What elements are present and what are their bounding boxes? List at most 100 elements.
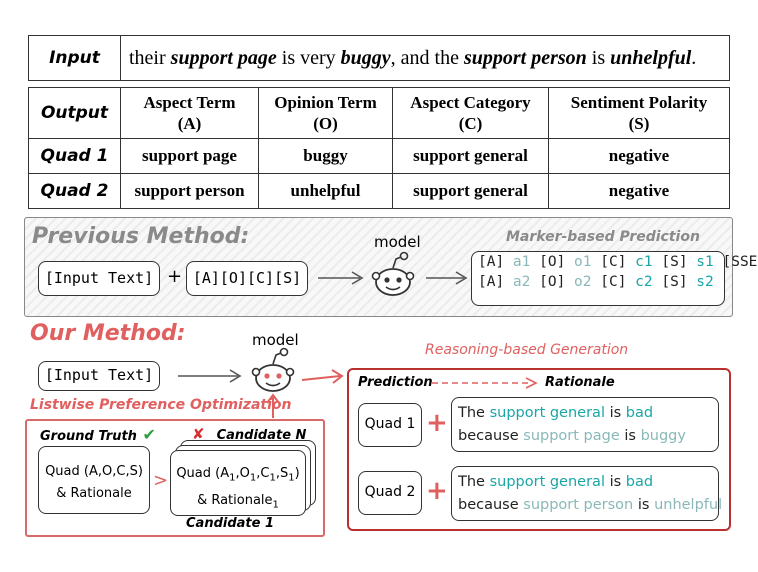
arrow-icon xyxy=(301,369,344,384)
text-segment: s1 xyxy=(696,254,714,270)
robot-model-icon xyxy=(251,347,295,392)
text-segment: their xyxy=(129,46,171,69)
prediction-line: [A] a1 [O] o1 [C] c1 [S] s1 [SSEP] xyxy=(478,254,758,270)
marker-prediction-box: [A] a1 [O] o1 [C] c1 [S] s1 [SSEP] [A] a… xyxy=(471,251,758,306)
text-segment: o2 xyxy=(574,274,592,290)
text-segment: [C] xyxy=(591,274,636,290)
text-segment: c2 xyxy=(635,274,653,290)
text-segment: is very xyxy=(276,46,341,69)
subscript: 1 xyxy=(272,499,279,511)
header-aspect-category: Aspect Category(C) xyxy=(392,87,549,139)
text-segment: ,O xyxy=(235,466,250,481)
text-segment: The xyxy=(458,474,490,490)
text-segment: because xyxy=(458,428,524,444)
subscript: 1 xyxy=(269,472,276,484)
header-opinion-term: Opinion Term(O) xyxy=(258,87,393,139)
text-segment: . xyxy=(691,46,697,69)
text-segment: is xyxy=(633,497,655,513)
text-segment: ,S xyxy=(275,466,289,481)
text-segment: [S] xyxy=(652,254,697,270)
text-segment: a1 xyxy=(512,254,531,270)
table-cell: support person xyxy=(120,173,259,209)
quad-1-box: Quad 1 xyxy=(358,403,422,447)
rationale-label: Rationale xyxy=(545,375,615,390)
previous-method-title: Previous Method: xyxy=(32,224,250,249)
table-cell: negative xyxy=(548,138,730,174)
arrow-icon xyxy=(178,369,242,383)
quad-2-box: Quad 2 xyxy=(358,471,422,515)
plus-icon: + xyxy=(426,408,448,438)
text-segment: [A] xyxy=(478,274,513,290)
text-segment: & Rationale xyxy=(197,492,273,508)
arrow-icon xyxy=(266,393,280,418)
plus-icon: + xyxy=(426,476,448,506)
row-label: Quad 2 xyxy=(28,173,121,209)
text-segment: [O] xyxy=(530,254,575,270)
ground-truth-box: Quad (A,O,C,S) & Rationale xyxy=(38,446,150,514)
text-segment: s2 xyxy=(696,274,714,290)
robot-model-icon xyxy=(371,251,415,296)
prev-input-text-box: [Input Text] xyxy=(38,261,160,296)
reasoning-title: Reasoning-based Generation xyxy=(425,342,629,358)
text-segment: support page xyxy=(170,46,277,69)
row-label: Quad 1 xyxy=(28,138,121,174)
text-segment: Quad (A xyxy=(176,466,230,481)
text-segment: support page xyxy=(523,428,620,444)
text-segment: support general xyxy=(489,474,605,490)
subscript: 1 xyxy=(229,472,236,484)
arrow-icon xyxy=(426,271,468,285)
plus-sign: + xyxy=(167,266,183,287)
candidate-n-label: ✘Candidate N xyxy=(192,425,307,443)
text-segment: is xyxy=(604,405,626,421)
text-segment: because xyxy=(458,497,524,513)
text-segment: buggy xyxy=(640,428,686,444)
candidate-card-front: Quad (A1,O1,C1,S1) & Rationale1 xyxy=(170,450,306,516)
text-segment: The xyxy=(458,405,490,421)
prediction-line: [A] a2 [O] o2 [C] c2 [S] s2 xyxy=(478,274,724,290)
table-cell: support general xyxy=(392,138,549,174)
table-cell: negative xyxy=(548,173,730,209)
markers-box: [A][O][C][S] xyxy=(186,261,308,296)
text-segment: is xyxy=(604,474,626,490)
our-model-label: model xyxy=(252,331,299,349)
text-segment: ,C xyxy=(256,466,270,481)
prediction-label: Prediction xyxy=(358,375,433,390)
output-table: Output Aspect Term(A) Opinion Term(O) As… xyxy=(28,87,730,209)
input-label: Input xyxy=(28,35,121,81)
text-segment: [SSEP] xyxy=(722,254,758,270)
input-table: Input their support page is very buggy, … xyxy=(28,35,730,81)
ground-truth-label: Ground Truth ✔ xyxy=(40,425,156,444)
text-segment: [O] xyxy=(530,274,575,290)
table-row: Quad 1 support page buggy support genera… xyxy=(28,138,730,174)
text-segment: buggy xyxy=(340,46,391,69)
table-cell: support page xyxy=(120,138,259,174)
text-segment: support person xyxy=(523,497,634,513)
text-segment: support person xyxy=(463,46,587,69)
marker-prediction-title: Marker-based Prediction xyxy=(506,229,700,245)
table-cell: support general xyxy=(392,173,549,209)
reasoning-panel xyxy=(347,368,731,531)
text-segment: c1 xyxy=(635,254,653,270)
text-segment: unhelpful xyxy=(654,497,723,513)
table-cell: unhelpful xyxy=(258,173,393,209)
text-segment: o1 xyxy=(574,254,592,270)
header-sentiment-polarity: Sentiment Polarity(S) xyxy=(548,87,730,139)
text-segment: [S] xyxy=(652,274,697,290)
table-cell: buggy xyxy=(258,138,393,174)
check-icon: ✔ xyxy=(136,425,156,444)
subscript: 1 xyxy=(249,472,257,484)
candidate-1-label: Candidate 1 xyxy=(186,516,275,531)
text-segment: is xyxy=(586,46,611,69)
rationale-box-2: The support general is bad because suppor… xyxy=(451,466,723,521)
text-segment: ) xyxy=(294,466,300,481)
our-input-text-box: [Input Text] xyxy=(38,361,160,391)
header-aspect-term: Aspect Term(A) xyxy=(120,87,259,139)
table-row: Quad 2 support person unhelpful support … xyxy=(28,173,730,209)
text-segment: bad xyxy=(625,405,654,421)
text-segment: unhelpful xyxy=(610,46,692,69)
text-segment: bad xyxy=(625,474,654,490)
text-segment: [A] xyxy=(478,254,513,270)
listwise-title: Listwise Preference Optimization xyxy=(30,397,292,413)
input-sentence: their support page is very buggy, and th… xyxy=(120,35,730,81)
